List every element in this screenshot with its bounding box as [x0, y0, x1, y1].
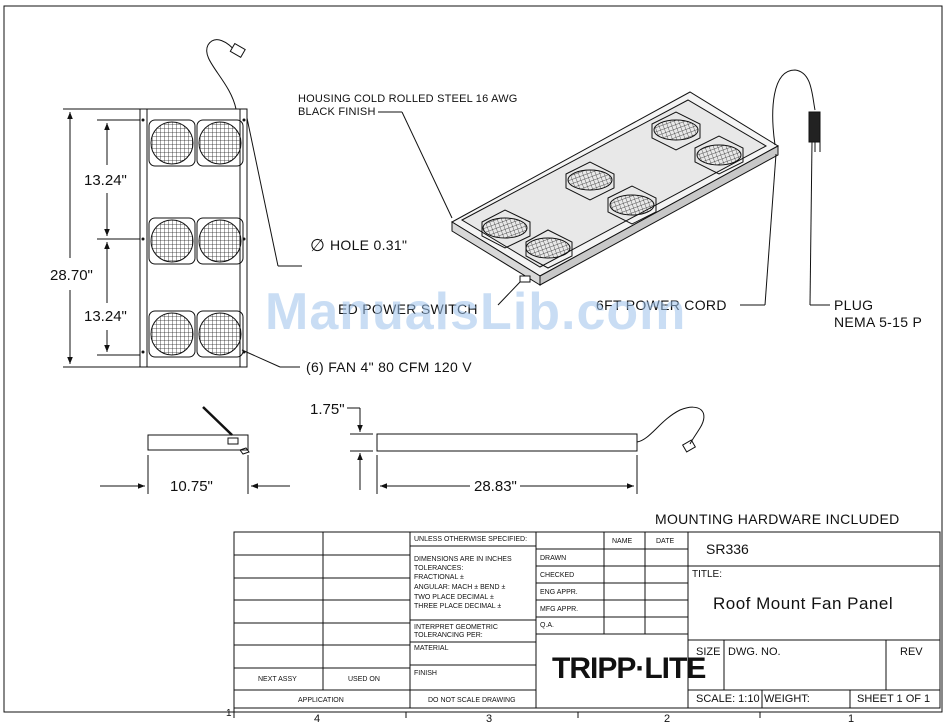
callout-fans: (6) FAN 4" 80 CFM 120 V	[306, 359, 472, 375]
callout-housing-line2: BLACK FINISH	[298, 106, 376, 118]
tb-title-label: TITLE:	[692, 569, 723, 580]
callout-housing-line1: HOUSING COLD ROLLED STEEL 16 AWG	[298, 93, 518, 105]
zone-ticks	[233, 708, 761, 718]
side-views	[100, 406, 705, 494]
tb-title: Roof Mount Fan Panel	[713, 594, 894, 613]
tb-checked: CHECKED	[540, 572, 575, 579]
tb-angular: ANGULAR: MACH ± BEND ±	[414, 584, 506, 591]
hole-diameter-symbol: ∅	[310, 236, 326, 255]
title-block-grid	[233, 531, 941, 709]
tb-unless: UNLESS OTHERWISE SPECIFIED:	[414, 536, 528, 543]
tb-rev: REV	[900, 646, 923, 658]
front-view-dimensions	[63, 108, 302, 368]
callout-hole: HOLE 0.31"	[330, 237, 408, 253]
tb-geom-line2: TOLERANCING PER:	[414, 632, 483, 639]
tb-tolerances: TOLERANCES:	[414, 565, 464, 572]
tb-do-not-scale: DO NOT SCALE DRAWING	[428, 697, 516, 704]
tb-geom-line1: INTERPRET GEOMETRIC	[414, 624, 498, 631]
tb-dims-inches: DIMENSIONS ARE IN INCHES	[414, 556, 512, 563]
iso-fans	[481, 111, 744, 269]
dim-height-lower: 13.24"	[84, 308, 127, 325]
tb-name-col: NAME	[612, 538, 633, 545]
zone-1: 1	[848, 713, 855, 725]
fan-grid	[148, 119, 244, 358]
callout-power-switch: ED POWER SWITCH	[338, 301, 478, 317]
corner-mark: 1	[226, 708, 232, 719]
tb-used-on: USED ON	[348, 676, 380, 683]
tb-application: APPLICATION	[298, 697, 344, 704]
tb-three-place: THREE PLACE DECIMAL ±	[414, 603, 502, 610]
callout-plug-line2: NEMA 5-15 P	[834, 314, 923, 330]
tb-qa: Q.A.	[540, 622, 555, 629]
tb-fractional: FRACTIONAL ±	[414, 574, 464, 581]
dim-width-side: 10.75"	[170, 478, 213, 495]
tb-material: MATERIAL	[414, 645, 449, 652]
tb-mfg-appr: MFG APPR.	[540, 606, 579, 613]
tb-part-no: SR336	[706, 541, 749, 557]
zone-2: 2	[664, 713, 671, 725]
front-view	[139, 39, 248, 368]
tb-finish: FINISH	[414, 670, 437, 677]
zone-3: 3	[486, 713, 493, 725]
dim-thickness: 1.75"	[310, 401, 345, 418]
sheet-border	[3, 5, 943, 713]
tb-next-assy: NEXT ASSY	[258, 676, 297, 683]
isometric-view	[378, 69, 830, 306]
dim-length-side: 28.83"	[474, 478, 517, 495]
tb-weight: WEIGHT:	[764, 693, 810, 705]
tb-scale: SCALE: 1:10	[696, 693, 760, 705]
callout-mounting: MOUNTING HARDWARE INCLUDED	[655, 511, 900, 527]
tb-dwg-no: DWG. NO.	[728, 646, 781, 658]
watermark: ManualsLib.com	[265, 283, 687, 341]
dim-height-total: 28.70"	[50, 267, 93, 284]
tripp-lite-logo: TRIPP·LITE	[552, 652, 706, 685]
tb-date-col: DATE	[656, 538, 675, 545]
tb-sheet: SHEET 1 OF 1	[857, 693, 931, 705]
callout-power-cord: 6FT POWER CORD	[596, 297, 727, 313]
dim-height-upper: 13.24"	[84, 172, 127, 189]
zone-4: 4	[314, 713, 321, 725]
tb-size: SIZE	[696, 646, 721, 658]
callout-plug-line1: PLUG	[834, 297, 874, 313]
tb-eng-appr: ENG APPR.	[540, 589, 578, 596]
tb-two-place: TWO PLACE DECIMAL ±	[414, 594, 494, 601]
tb-drawn: DRAWN	[540, 555, 567, 562]
